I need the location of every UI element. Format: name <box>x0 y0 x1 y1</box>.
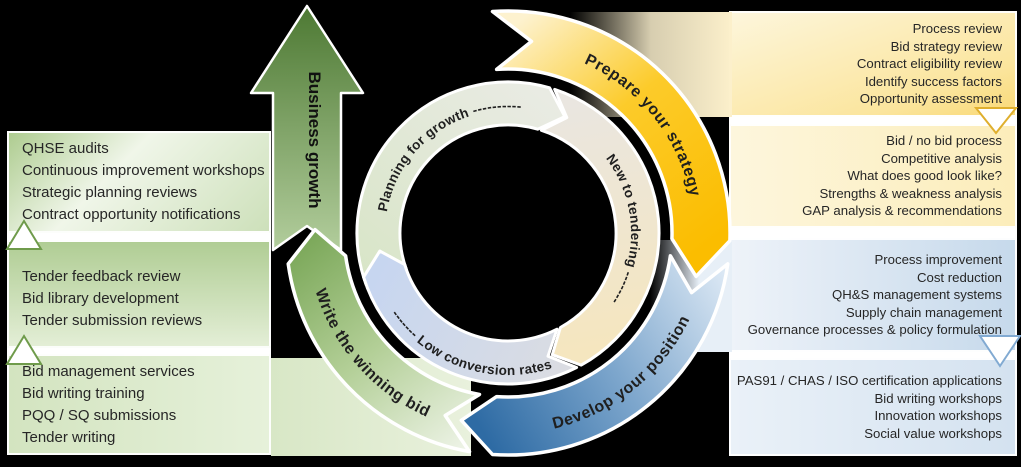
panel-item: Governance processes & policy formulatio… <box>747 322 1002 338</box>
label-low-conversion-rates: ------- Low conversion rates <box>389 307 554 378</box>
label-new-to-tendering: New to tendering ------- <box>603 151 643 307</box>
panel-process-improvement: Process improvement Cost reduction QH&S … <box>729 238 1017 352</box>
panel-tender-review: Tender feedback review Bid library devel… <box>7 240 271 348</box>
panel-item: Strengths & weakness analysis <box>819 185 1002 201</box>
panel-item: Social value workshops <box>864 425 1002 441</box>
panel-item: Contract eligibility review <box>856 56 1002 72</box>
panel-item: Competitive analysis <box>881 150 1002 166</box>
panel-bid-services: Bid management services Bid writing trai… <box>7 354 271 455</box>
panel-bid-analysis: Bid / no bid process Competitive analysi… <box>729 124 1017 228</box>
label-business-growth: Business growth <box>305 72 324 209</box>
panel-item: PAS91 / CHAS / ISO certification applica… <box>736 373 1002 388</box>
right-panel-column: Process review Bid strategy review Contr… <box>729 11 1017 456</box>
panel-item: Tender writing <box>22 428 116 446</box>
panel-item: Contract opportunity notifications <box>22 206 241 223</box>
panel-item: PQQ / SQ submissions <box>22 406 177 424</box>
connector-band-green <box>271 358 471 456</box>
panel-item: Process improvement <box>874 252 1002 268</box>
panel-item: QHSE audits <box>22 140 109 157</box>
label-planning-for-growth: Planning for growth ---------- <box>375 98 522 213</box>
label-prepare-your-strategy: Prepare your strategy <box>582 51 703 198</box>
panel-item: Continuous improvement workshops <box>22 162 265 179</box>
panel-item: Bid writing workshops <box>874 390 1002 406</box>
outer-arc-write-winning-bid <box>286 227 482 454</box>
inner-segment-new-to-tendering <box>539 87 661 367</box>
panel-item: Identify success factors <box>864 73 1002 89</box>
connector-band-yellow <box>570 12 732 117</box>
panel-item: QH&S management systems <box>831 287 1002 303</box>
panel-item: Bid library development <box>22 290 179 307</box>
panel-item: Strategic planning reviews <box>22 184 198 201</box>
connector-band-blue <box>650 240 732 352</box>
inner-segment-low-conversion <box>362 249 579 386</box>
outer-arc-develop-position <box>459 254 730 457</box>
label-write-the-winning-bid: Write the winning bid <box>312 286 433 420</box>
panel-item: Bid / no bid process <box>886 133 1002 149</box>
outer-arc-prepare-strategy <box>490 9 732 279</box>
panel-item: Bid strategy review <box>890 38 1002 54</box>
panel-item: Tender submission reviews <box>22 312 203 329</box>
panel-item: Innovation workshops <box>874 408 1002 423</box>
label-develop-your-position: Develop your position <box>551 313 694 433</box>
left-panel-column: QHSE audits Continuous improvement works… <box>7 131 271 455</box>
panel-item: Supply chain management <box>845 304 1002 320</box>
panel-item: Bid writing training <box>22 384 145 402</box>
panel-item: Cost reduction <box>916 269 1002 285</box>
panel-item: Tender feedback review <box>22 268 181 285</box>
panel-item: Bid management services <box>22 362 195 380</box>
panel-strategic-planning: QHSE audits Continuous improvement works… <box>7 131 271 233</box>
inner-segment-planning-for-growth <box>355 80 567 287</box>
panel-workshops: PAS91 / CHAS / ISO certification applica… <box>729 358 1017 456</box>
panel-strategy-review: Process review Bid strategy review Contr… <box>729 11 1017 117</box>
panel-item: Process review <box>912 21 1002 37</box>
panel-item: What does good look like? <box>847 168 1002 184</box>
panel-item: GAP analysis & recommendations <box>802 203 1002 219</box>
panel-item: Opportunity assessment <box>859 91 1002 107</box>
